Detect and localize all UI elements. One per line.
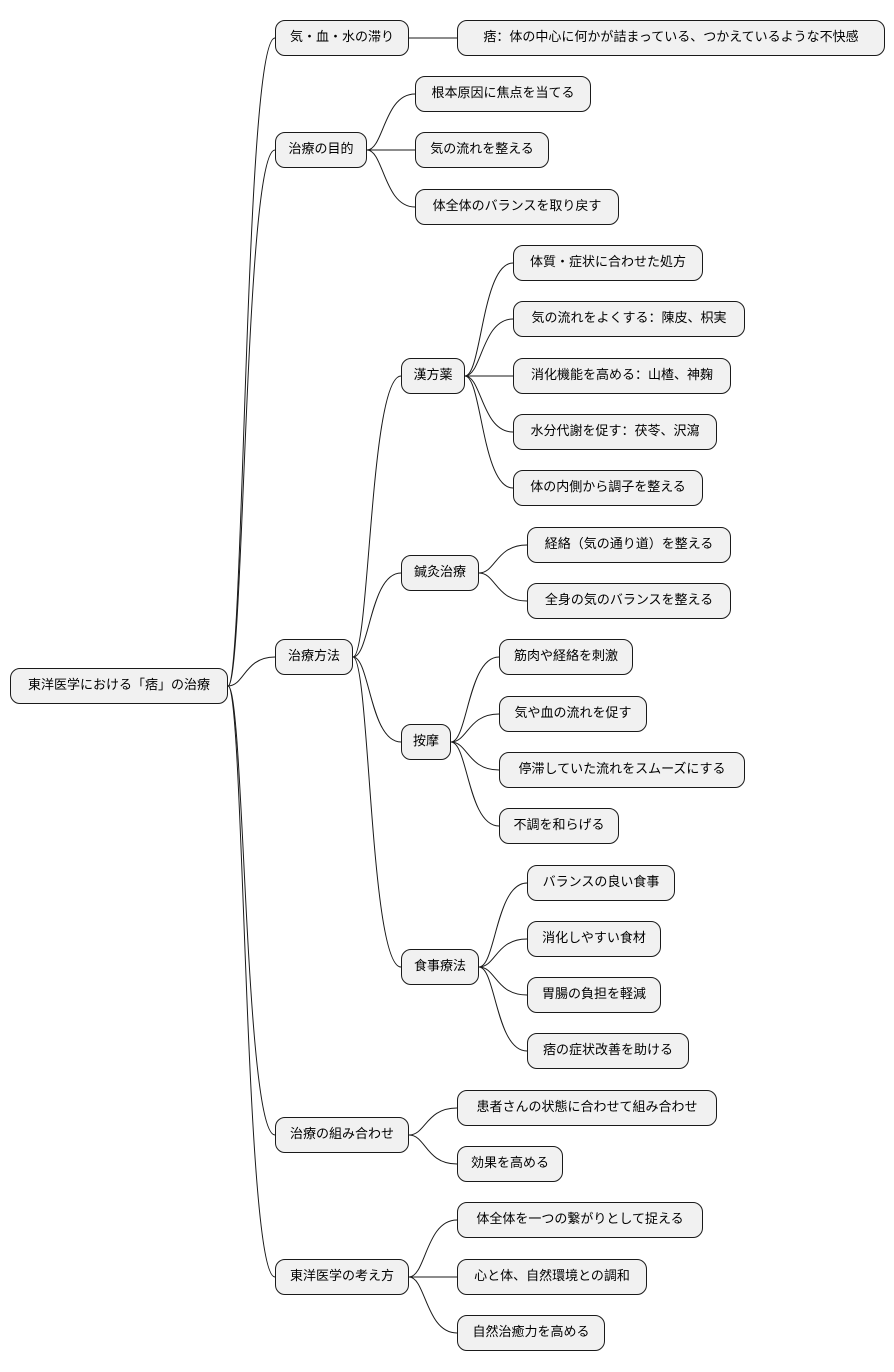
connector-edge bbox=[450, 741, 500, 771]
purpose-leaf-2: 体全体のバランスを取り戻す bbox=[415, 189, 619, 225]
connector-edge bbox=[408, 1219, 458, 1278]
massage-leaf-1: 気や血の流れを促す bbox=[499, 696, 647, 732]
connector-edge bbox=[450, 741, 500, 827]
method-diet-therapy: 食事療法 bbox=[401, 949, 479, 985]
connector-edge bbox=[366, 93, 416, 151]
branch-treatment-combination: 治療の組み合わせ bbox=[275, 1117, 409, 1153]
connector-edge bbox=[227, 37, 276, 687]
thinking-leaf-1: 心と体、自然環境との調和 bbox=[457, 1259, 647, 1295]
diet-leaf-1: 消化しやすい食材 bbox=[527, 921, 661, 957]
method-kampo: 漢方薬 bbox=[401, 358, 465, 394]
connector-edge bbox=[478, 966, 528, 996]
combination-leaf-1: 効果を高める bbox=[457, 1146, 563, 1182]
qi-leaf-0: 痞：体の中心に何かが詰まっている、つかえているような不快感 bbox=[457, 20, 885, 56]
connector-edge bbox=[408, 1107, 458, 1136]
connector-edge bbox=[227, 656, 276, 687]
connector-edge bbox=[464, 375, 514, 489]
purpose-leaf-0: 根本原因に焦点を当てる bbox=[415, 76, 591, 112]
diet-leaf-0: バランスの良い食事 bbox=[527, 865, 675, 901]
connector-edge bbox=[464, 262, 514, 377]
connector-edge bbox=[227, 685, 276, 1136]
thinking-leaf-2: 自然治癒力を高める bbox=[457, 1315, 605, 1351]
combination-leaf-0: 患者さんの状態に合わせて組み合わせ bbox=[457, 1090, 717, 1126]
connector-edge bbox=[450, 656, 500, 743]
root-node: 東洋医学における「痞」の治療 bbox=[10, 668, 228, 704]
connector-edge bbox=[478, 966, 528, 1052]
kampo-leaf-2: 消化機能を高める：山楂、神麹 bbox=[513, 358, 731, 394]
massage-leaf-2: 停滞していた流れをスムーズにする bbox=[499, 752, 745, 788]
connector-edge bbox=[227, 149, 276, 687]
acupuncture-leaf-1: 全身の気のバランスを整える bbox=[527, 583, 731, 619]
kampo-leaf-4: 体の内側から調子を整える bbox=[513, 470, 703, 506]
connector-edge bbox=[450, 713, 500, 743]
connector-edge bbox=[478, 938, 528, 968]
connector-edge bbox=[408, 1134, 458, 1165]
connector-edge bbox=[464, 375, 514, 433]
kampo-leaf-0: 体質・症状に合わせた処方 bbox=[513, 245, 703, 281]
connector-edge bbox=[478, 882, 528, 968]
kampo-leaf-1: 気の流れをよくする：陳皮、枳実 bbox=[513, 301, 745, 337]
acupuncture-leaf-0: 経絡（気の通り道）を整える bbox=[527, 527, 731, 563]
branch-eastern-medicine-thinking: 東洋医学の考え方 bbox=[275, 1259, 409, 1295]
connector-edge bbox=[352, 572, 402, 658]
connector-edge bbox=[352, 375, 402, 658]
diet-leaf-2: 胃腸の負担を軽減 bbox=[527, 977, 661, 1013]
connector-edge bbox=[464, 318, 514, 377]
thinking-leaf-0: 体全体を一つの繋がりとして捉える bbox=[457, 1202, 703, 1238]
purpose-leaf-1: 気の流れを整える bbox=[415, 132, 549, 168]
connector-edge bbox=[408, 1276, 458, 1334]
method-acupuncture: 鍼灸治療 bbox=[401, 555, 479, 591]
kampo-leaf-3: 水分代謝を促す：茯苓、沢瀉 bbox=[513, 414, 717, 450]
connector-edge bbox=[227, 685, 276, 1278]
branch-treatment-methods: 治療方法 bbox=[275, 639, 353, 675]
connector-edge bbox=[366, 149, 416, 208]
method-massage: 按摩 bbox=[401, 724, 451, 760]
connector-edge bbox=[478, 572, 528, 602]
massage-leaf-3: 不調を和らげる bbox=[499, 808, 619, 844]
connector-edge bbox=[352, 656, 402, 743]
diet-leaf-3: 痞の症状改善を助ける bbox=[527, 1033, 689, 1069]
branch-qi-blood-water: 気・血・水の滞り bbox=[275, 20, 409, 56]
connector-edge bbox=[352, 656, 402, 968]
branch-treatment-purpose: 治療の目的 bbox=[275, 132, 367, 168]
connector-edge bbox=[478, 544, 528, 574]
massage-leaf-0: 筋肉や経絡を刺激 bbox=[499, 639, 633, 675]
